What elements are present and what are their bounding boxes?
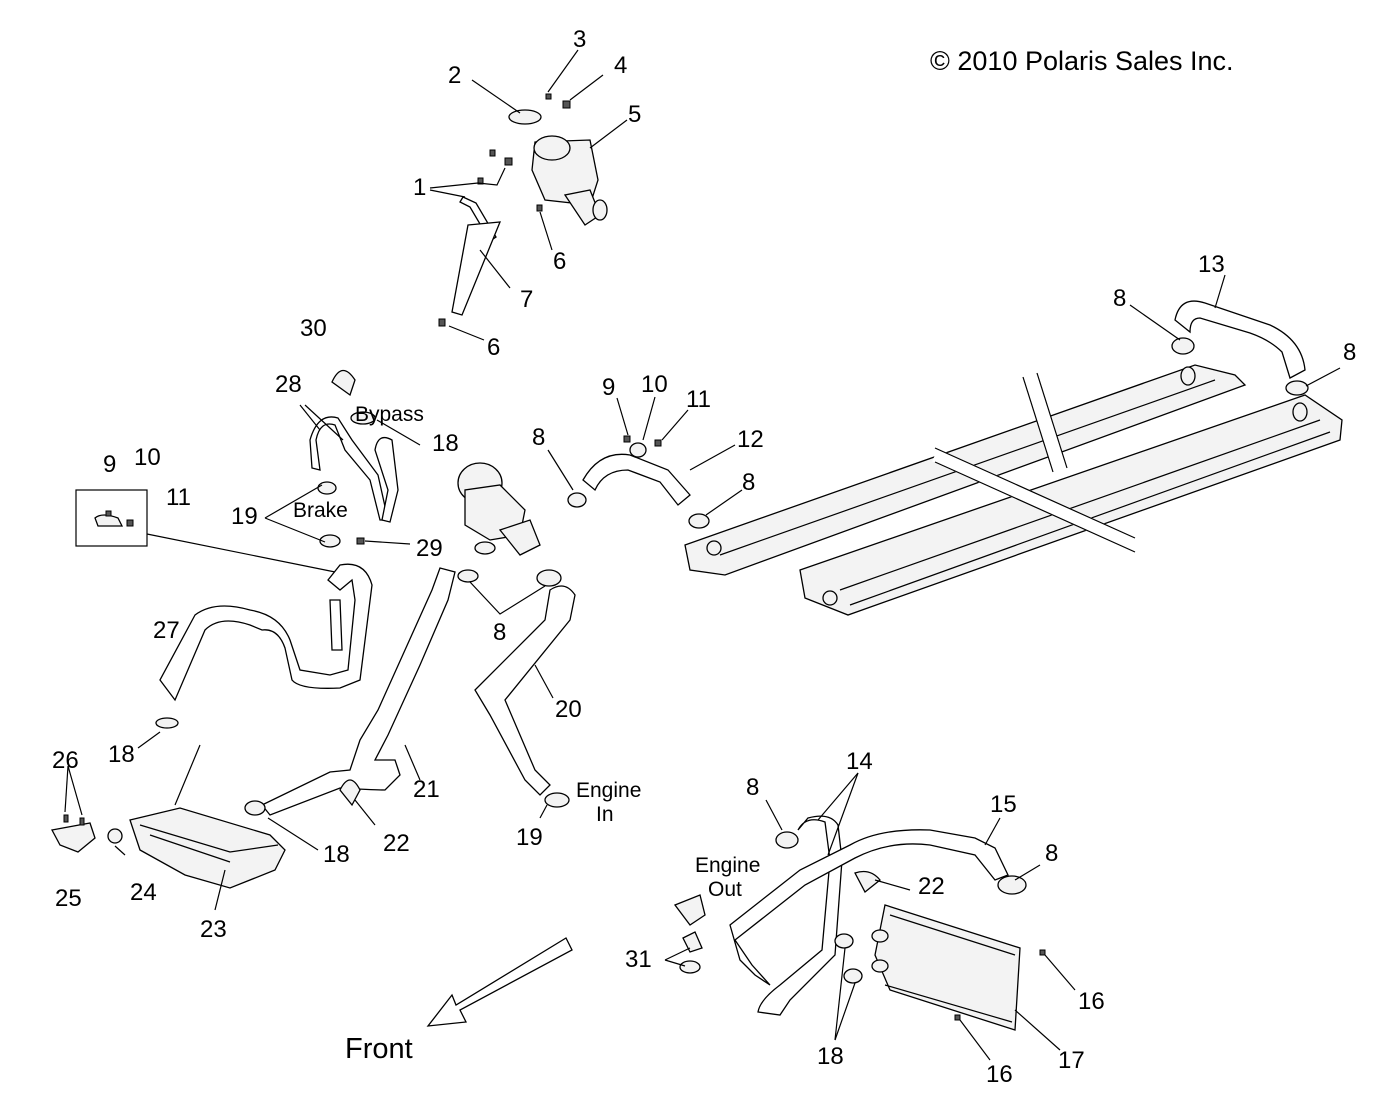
cooler-tube-lower xyxy=(799,394,1343,616)
callout-7: 7 xyxy=(520,286,533,313)
callout-19-lower: 19 xyxy=(516,824,543,851)
brake-label: Brake xyxy=(293,499,348,522)
callout-17: 17 xyxy=(1058,1047,1085,1074)
engine-in-label-2: In xyxy=(596,803,614,826)
callout-27: 27 xyxy=(153,617,180,644)
callout-4: 4 xyxy=(614,52,627,79)
callout-6-lower: 6 xyxy=(487,334,500,361)
radiator-assembly xyxy=(51,744,286,911)
callout-9: 9 xyxy=(602,374,615,401)
callout-31: 31 xyxy=(625,946,652,973)
vent-tube-7 xyxy=(451,221,502,316)
callout-2: 2 xyxy=(448,62,461,89)
callout-8-hose13-left: 8 xyxy=(1113,285,1126,312)
engine-out-label-1: Engine xyxy=(695,854,760,877)
callout-18-lower: 18 xyxy=(323,841,350,868)
callout-24: 24 xyxy=(130,879,157,906)
bracket-detail-box xyxy=(75,489,346,575)
callout-26: 26 xyxy=(52,747,79,774)
callout-8-hose13-right: 8 xyxy=(1343,339,1356,366)
callout-8-center: 8 xyxy=(493,619,506,646)
callout-21: 21 xyxy=(413,776,440,803)
callout-18-bottom: 18 xyxy=(817,1043,844,1070)
callout-10: 10 xyxy=(641,371,668,398)
callout-8-right-of-12: 8 xyxy=(742,469,755,496)
hose-21 xyxy=(244,567,456,851)
hose-clamp-30 xyxy=(331,369,356,397)
bypass-label: Bypass xyxy=(355,403,424,426)
callout-8-hose12: 8 xyxy=(532,424,545,451)
callout-8-lower-right: 8 xyxy=(746,774,759,801)
callout-5: 5 xyxy=(628,101,641,128)
callout-22-right: 22 xyxy=(918,873,945,900)
callout-6: 6 xyxy=(553,248,566,275)
hose-27 xyxy=(137,563,373,749)
callout-28: 28 xyxy=(275,371,302,398)
pump-assembly xyxy=(457,462,562,615)
hose-12 xyxy=(547,396,743,529)
callout-18-left: 18 xyxy=(108,741,135,768)
callout-12: 12 xyxy=(737,426,764,453)
hose-13 xyxy=(1129,274,1341,396)
callout-19-upper: 19 xyxy=(231,503,258,530)
callout-25: 25 xyxy=(55,885,82,912)
callout-23: 23 xyxy=(200,916,227,943)
lower-right-assembly xyxy=(664,772,1076,1061)
callout-13: 13 xyxy=(1198,251,1225,278)
callout-18-upper: 18 xyxy=(432,430,459,457)
callout-22-left: 22 xyxy=(383,830,410,857)
callout-30: 30 xyxy=(300,315,327,342)
callout-11-left: 11 xyxy=(166,484,191,511)
front-label: Front xyxy=(345,1033,413,1065)
front-arrow-icon xyxy=(426,937,573,1027)
callout-29: 29 xyxy=(416,535,443,562)
hose-20 xyxy=(474,585,576,819)
reservoir-assembly xyxy=(429,49,628,341)
pressure-cap xyxy=(508,109,542,125)
callout-3: 3 xyxy=(573,26,586,53)
oil-cooler-17 xyxy=(874,904,1021,1031)
callout-16-right: 16 xyxy=(1078,988,1105,1015)
copyright-text: © 2010 Polaris Sales Inc. xyxy=(930,46,1234,76)
callout-10-left: 10 xyxy=(134,444,161,471)
callout-1: 1 xyxy=(413,174,426,201)
callout-11: 11 xyxy=(686,386,711,413)
engine-in-label-1: Engine xyxy=(576,779,641,802)
callout-16-bottom: 16 xyxy=(986,1061,1013,1088)
callout-9-left: 9 xyxy=(103,451,116,478)
callout-20: 20 xyxy=(555,696,582,723)
cooler-tubes xyxy=(684,364,1343,616)
callout-8-far-right: 8 xyxy=(1045,840,1058,867)
callout-14: 14 xyxy=(846,748,873,775)
bypass-hoses xyxy=(264,369,421,548)
engine-out-label-2: Out xyxy=(708,878,742,901)
callout-15: 15 xyxy=(990,791,1017,818)
